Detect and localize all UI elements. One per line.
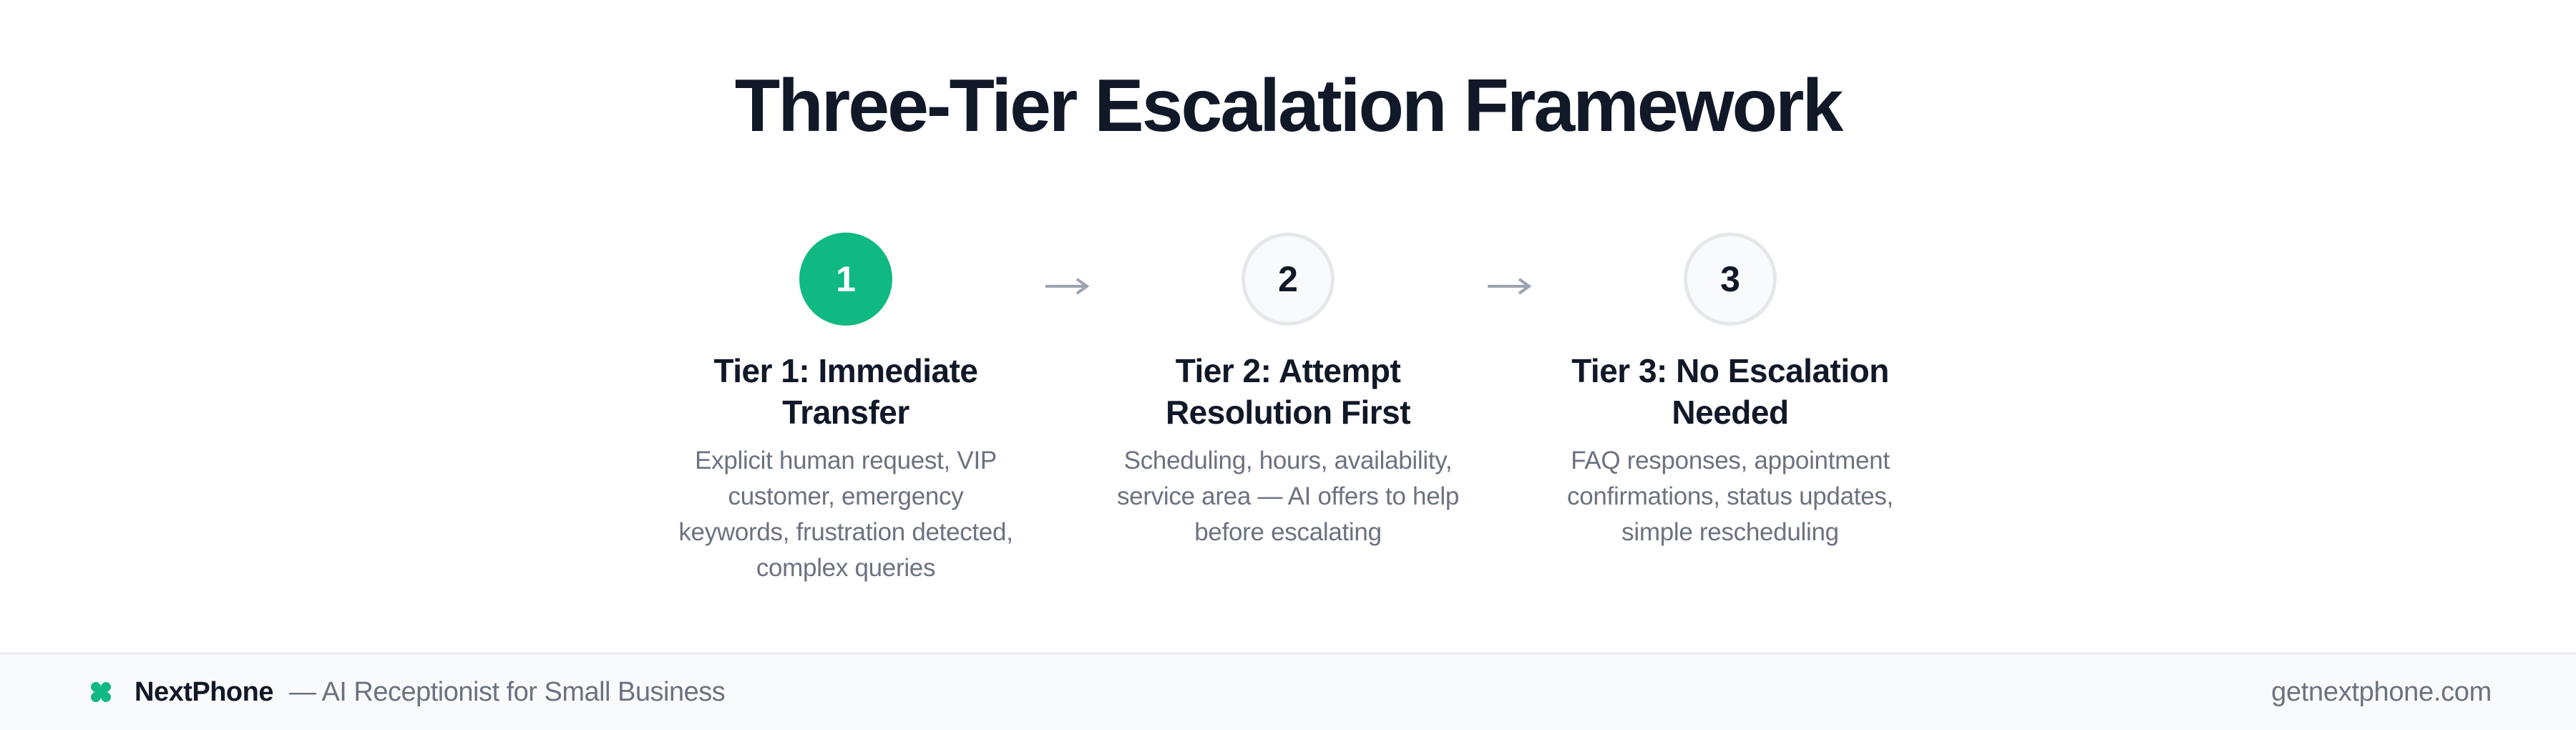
step-title-line: Resolution First (1165, 394, 1411, 431)
brand-tagline: — AI Receptionist for Small Business (288, 676, 726, 707)
step-description-line: before escalating (1194, 518, 1382, 546)
step-description-line: keywords, frustration detected, (678, 518, 1013, 546)
arrow-right-icon (1480, 259, 1538, 313)
step-description: FAQ responses, appointment confirmations… (1544, 443, 1916, 550)
step-description-line: FAQ responses, appointment (1571, 447, 1890, 474)
step-description-line: confirmations, status updates, (1567, 482, 1893, 510)
step-title: Tier 2: Attempt Resolution First (1102, 350, 1474, 433)
arrow-right-icon (1038, 259, 1096, 313)
step-number-badge: 2 (1241, 233, 1335, 326)
step-description: Scheduling, hours, availability, service… (1102, 443, 1474, 550)
tier-step-3: 3 Tier 3: No Escalation Needed FAQ respo… (1544, 233, 1916, 550)
tier-step-1: 1 Tier 1: Immediate Transfer Explicit hu… (660, 233, 1032, 586)
step-number-badge: 1 (799, 233, 892, 326)
step-title-line: Tier 1: Immediate (713, 352, 978, 389)
clover-logo-icon (90, 681, 112, 703)
step-title-line: Transfer (782, 394, 909, 431)
footer: NextPhone — AI Receptionist for Small Bu… (0, 653, 2576, 730)
page-title: Three-Tier Escalation Framework (734, 64, 1844, 147)
website-link[interactable]: getnextphone.com (2271, 676, 2492, 707)
footer-brand: NextPhone — AI Receptionist for Small Bu… (90, 654, 726, 730)
brand-name: NextPhone (135, 676, 273, 707)
step-description-line: simple rescheduling (1621, 518, 1839, 546)
step-title-line: Tier 3: No Escalation (1571, 352, 1889, 389)
step-description-line: service area — AI offers to help (1116, 482, 1460, 510)
step-description-line: Scheduling, hours, availability, (1123, 447, 1453, 474)
step-title: Tier 1: Immediate Transfer (660, 350, 1032, 433)
step-description-line: complex queries (756, 554, 936, 582)
step-number-badge: 3 (1684, 233, 1777, 326)
tier-step-2: 2 Tier 2: Attempt Resolution First Sched… (1102, 233, 1474, 550)
step-title-line: Needed (1672, 394, 1789, 431)
step-description-line: customer, emergency (728, 482, 964, 510)
step-description: Explicit human request, VIP customer, em… (660, 443, 1032, 586)
step-title-line: Tier 2: Attempt (1175, 352, 1401, 389)
step-description-line: Explicit human request, VIP (695, 447, 997, 474)
step-title: Tier 3: No Escalation Needed (1544, 350, 1916, 433)
